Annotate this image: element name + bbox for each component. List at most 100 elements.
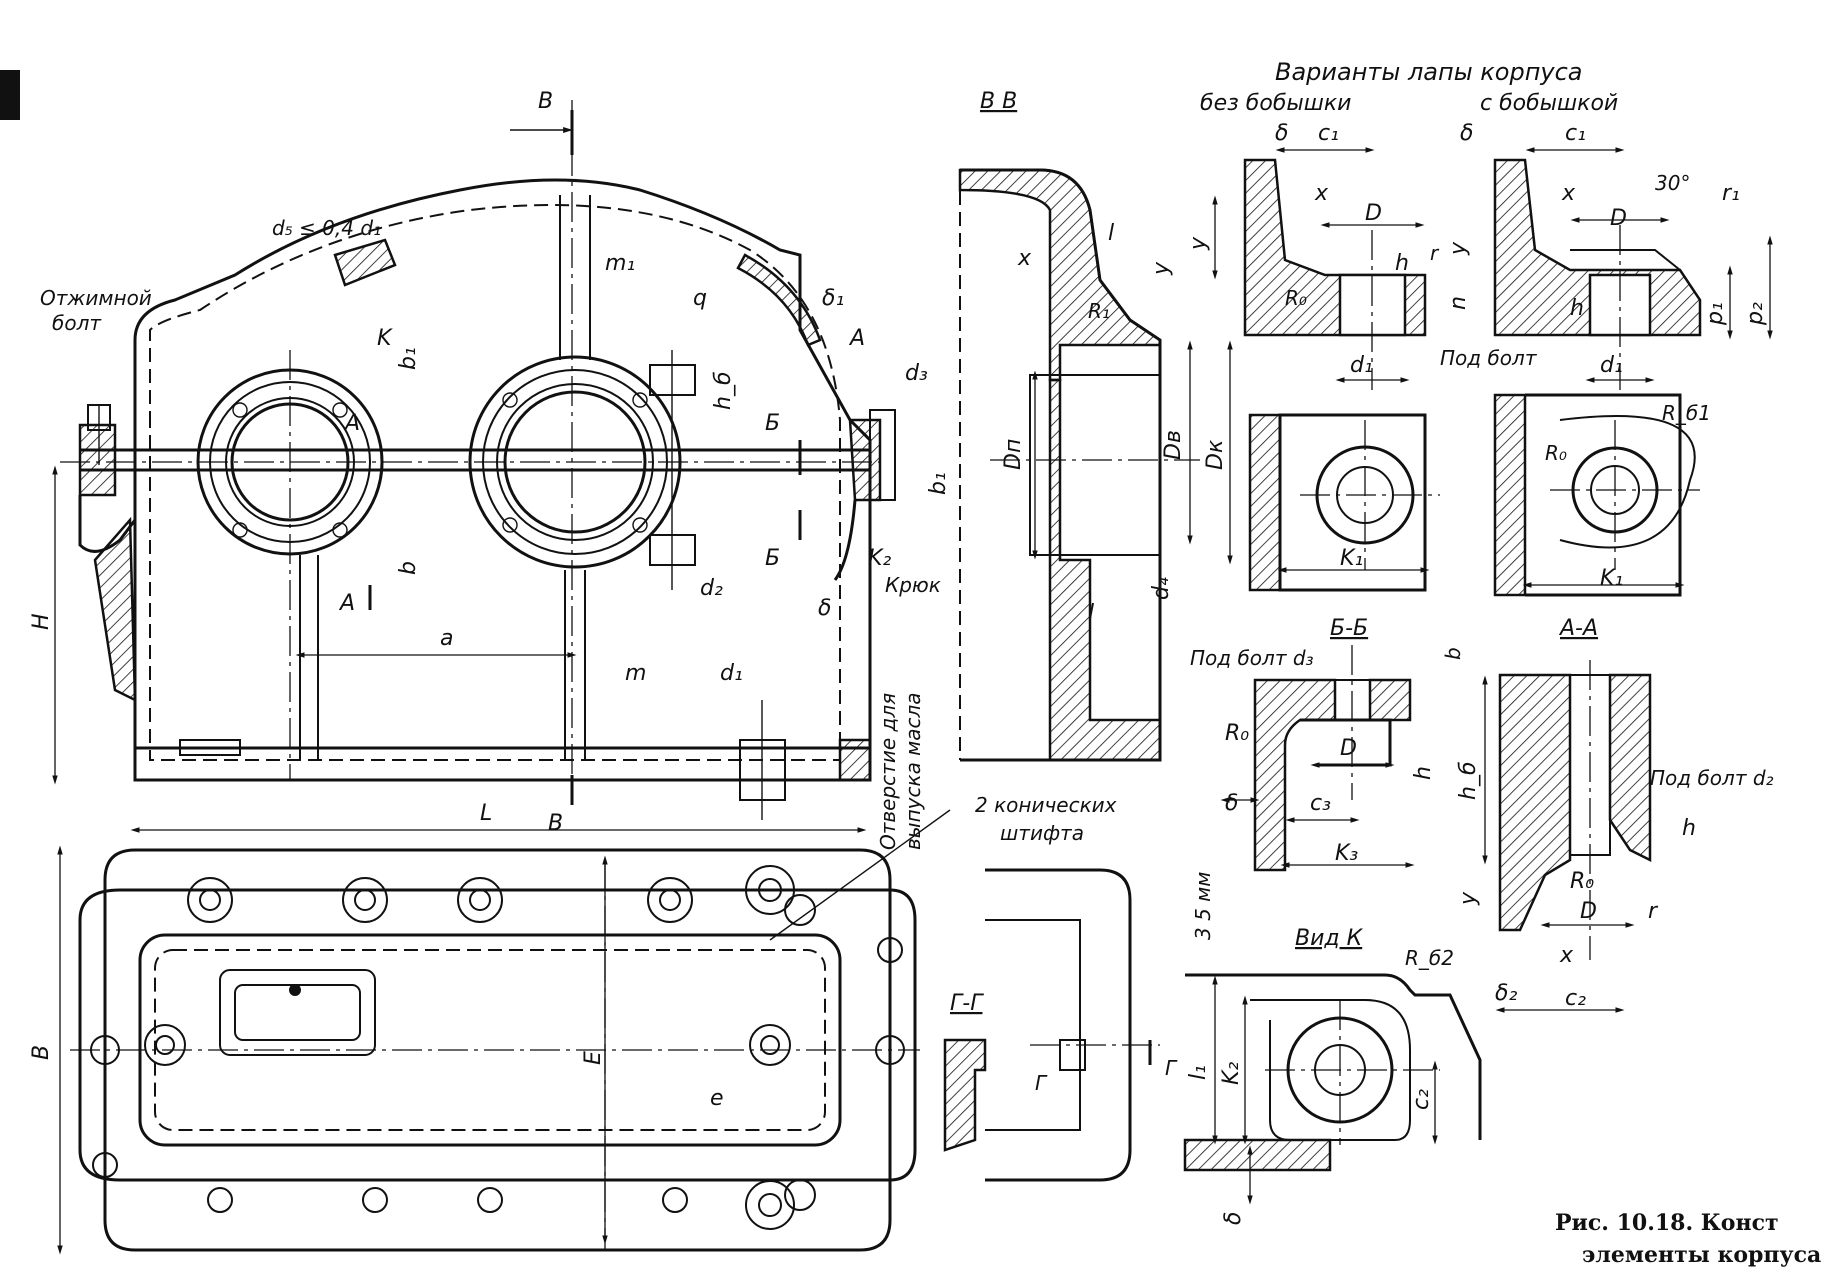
plan-view	[57, 809, 951, 1255]
dim-l-vv-lower: l	[1088, 601, 1094, 626]
foot-n: n	[1446, 296, 1471, 310]
aa-x: x	[1559, 943, 1574, 968]
foot-h: h	[1395, 251, 1409, 276]
dim-hb: h_б	[711, 371, 736, 410]
foot-c1-right: c₁	[1565, 121, 1586, 146]
aa-hb: h_б	[1456, 761, 1481, 800]
aa-y: y	[1456, 891, 1481, 906]
base-plate	[133, 746, 872, 782]
bearing-bore-section	[1029, 374, 1161, 556]
foot-30deg: 30°	[1655, 171, 1690, 195]
section-b-bottom: Б	[765, 546, 780, 571]
section-aa-title: А-А	[1558, 616, 1598, 641]
d5-note: d₅ ≤ 0,4 d₁	[272, 216, 381, 240]
section-bb	[1220, 645, 1415, 872]
foot-d1: d₁	[1350, 353, 1373, 378]
dim-h: H	[29, 613, 54, 630]
view-k-rb2: R_б2	[1405, 946, 1454, 970]
dim-e-lower: e	[710, 1086, 724, 1111]
foot-x: x	[1314, 181, 1329, 206]
under-bolt-d3: Под болт d₃	[1190, 646, 1314, 670]
aa-r: r	[1648, 899, 1659, 924]
foot-y-right: y	[1446, 241, 1471, 256]
bb-c3: c₃	[1310, 791, 1331, 816]
forcing-bolt-label: Отжимной	[40, 286, 152, 310]
view-k-mm: 3 5 мм	[1191, 872, 1215, 940]
label-a-upper: A	[848, 326, 865, 351]
with-boss: с бобышкой	[1480, 91, 1618, 116]
section-mark-top: В	[538, 89, 553, 114]
label-a-arrow: A	[343, 411, 360, 436]
foot-r0-view: R₀	[1545, 441, 1567, 465]
dim-d3: d₃	[905, 361, 928, 386]
section-aa	[1482, 660, 1652, 1013]
section-gg-title: Г-Г	[950, 991, 984, 1016]
foot-p1: p₁	[1703, 302, 1728, 326]
dim-l: L	[480, 801, 492, 826]
dim-k2: K₂	[868, 546, 891, 571]
dim-b1: b₁	[396, 347, 421, 370]
dim-m1: m₁	[605, 251, 635, 276]
dim-delta1: δ₁	[822, 286, 844, 311]
figure-caption-line1: Рис. 10.18. Конст	[1555, 1210, 1779, 1236]
section-vv	[958, 168, 1233, 762]
hook-label: Крюк	[885, 573, 941, 597]
dim-b-width: B	[29, 1045, 54, 1060]
figure-caption-line2: элементы корпуса	[1582, 1242, 1821, 1268]
plan-bolts	[90, 865, 905, 1230]
view-k-c2: c₂	[1409, 1089, 1434, 1110]
foot-r1: r₁	[1722, 181, 1740, 206]
foot-without-boss	[1212, 147, 1427, 390]
foot-y: y	[1186, 236, 1211, 251]
foot-p2: p₂	[1743, 302, 1768, 326]
section-vv-title: В В	[980, 89, 1017, 114]
dim-q: q	[693, 286, 707, 311]
foot-d-diam-right: D	[1610, 206, 1627, 231]
bb-k3: K₃	[1335, 841, 1358, 866]
hook-bolt	[869, 409, 896, 501]
section-bb-title: Б-Б	[1330, 616, 1368, 641]
dim-dn: Dп	[1001, 439, 1026, 470]
section-mark-bottom: В	[548, 811, 563, 836]
left-flange-lug	[78, 423, 117, 497]
section-b-top: Б	[765, 411, 780, 436]
pins-label-2: штифта	[1000, 821, 1084, 845]
inspection-hatch	[219, 969, 376, 1056]
foot-d1-right: d₁	[1600, 353, 1623, 378]
section-g-mark: Г	[1035, 1071, 1048, 1095]
view-k	[1183, 973, 1482, 1205]
label-a-section: A	[338, 591, 355, 616]
foot-x-right: x	[1561, 181, 1576, 206]
aa-d: D	[1580, 899, 1597, 924]
bb-d: D	[1340, 736, 1357, 761]
foot-d-diam: D	[1365, 201, 1382, 226]
foot-k1-right: K₁	[1600, 566, 1623, 591]
dim-a: a	[440, 626, 453, 651]
without-boss: без бобышки	[1200, 91, 1351, 116]
foot-rb1: R_б1	[1662, 401, 1711, 425]
foot-h-right: h	[1570, 296, 1584, 321]
section-g-mark-right: Г	[1165, 1056, 1178, 1080]
dim-k: K	[377, 326, 393, 351]
view-k-k2: K₂	[1219, 1062, 1244, 1085]
bb-r0: R₀	[1225, 721, 1249, 746]
dim-e-upper: E	[581, 1051, 606, 1065]
foot-delta: δ	[1275, 121, 1288, 146]
cover-opening	[138, 933, 842, 1147]
dim-dk: Dк	[1203, 439, 1228, 470]
dim-delta: δ	[818, 596, 831, 621]
dim-d1: d₁	[720, 661, 743, 686]
variants-title: Варианты лапы корпуса	[1275, 58, 1583, 86]
aa-h: h	[1682, 816, 1696, 841]
bb-delta: δ	[1225, 791, 1238, 816]
aa-r0: R₀	[1570, 869, 1594, 894]
forcing-bolt-label-2: болт	[52, 311, 102, 335]
dim-d2: d₂	[700, 576, 723, 601]
foot-r: r	[1430, 241, 1440, 265]
housing-cover-outline	[133, 178, 872, 782]
bb-h: h	[1411, 766, 1436, 780]
dim-d4: d₄	[1149, 577, 1174, 600]
foot-with-boss	[1493, 147, 1773, 390]
dim-x-vv: x	[1017, 246, 1032, 271]
